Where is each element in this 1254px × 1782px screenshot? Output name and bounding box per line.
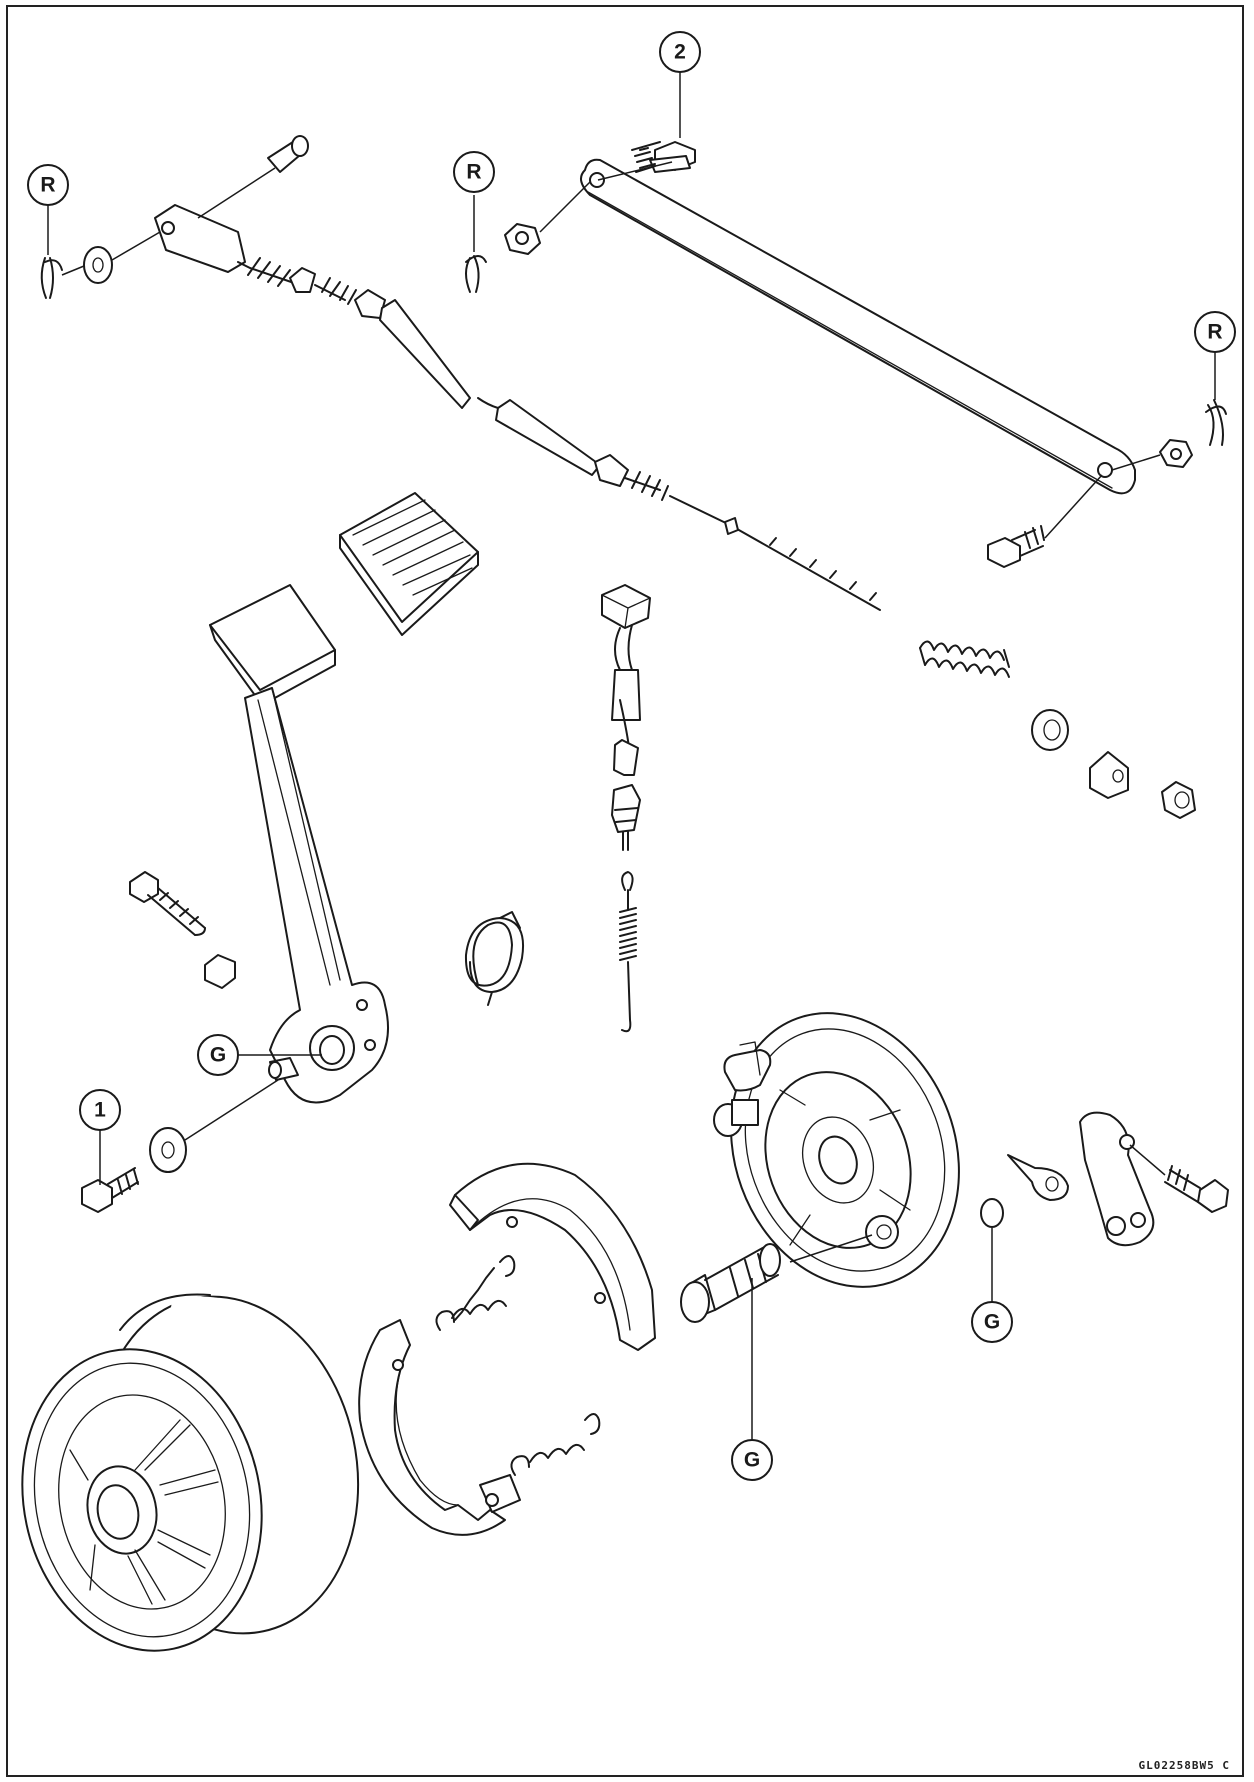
- cotter-pin-left: [40, 257, 63, 299]
- brake-panel: [713, 1012, 960, 1288]
- torque-link-nut-lower: [1159, 439, 1193, 468]
- brake-pedal: [209, 584, 389, 1104]
- svg-text:2: 2: [674, 41, 686, 64]
- brake-drum: [21, 1293, 360, 1652]
- pedal-pivot-washer: [149, 1127, 187, 1173]
- callout-cotter-pin-left: R: [27, 164, 69, 206]
- cotter-pin-middle: [465, 255, 487, 293]
- svg-text:R: R: [40, 174, 55, 197]
- callout-grease-cam: G: [731, 1278, 773, 1481]
- shoe-spring-upper: [435, 1255, 516, 1331]
- brake-shoe-upper: [449, 1162, 656, 1351]
- pedal-rubber-pad: [339, 492, 479, 636]
- panel-o-ring: [980, 1198, 1004, 1228]
- callout-cotter-pin-middle: R: [453, 151, 495, 193]
- svg-text:R: R: [466, 161, 481, 184]
- brake-cam: [680, 1243, 781, 1323]
- clevis-washer: [83, 246, 113, 284]
- adjuster-washer: [1031, 709, 1069, 751]
- torque-link-bolt-lower: [987, 525, 1045, 568]
- callout-cotter-pin-right: R: [1194, 311, 1236, 353]
- svg-text:R: R: [1207, 321, 1222, 344]
- switch-spring: [619, 871, 637, 1033]
- torque-link-nut-upper: [504, 223, 541, 255]
- brake-cable: [154, 204, 881, 611]
- brake-shoe-lower: [358, 1319, 521, 1536]
- cable-clevis-pin: [267, 135, 309, 173]
- adjuster-spring: [919, 640, 1010, 678]
- cotter-pin-right: [1205, 399, 1227, 446]
- pedal-stopper-nut: [204, 954, 236, 989]
- callout-ref-2: 2: [659, 31, 701, 138]
- pedal-stopper-bolt: [129, 871, 206, 936]
- cam-lever-indicator: [1007, 1154, 1069, 1201]
- brake-light-switch: [601, 584, 651, 851]
- adjusting-nut: [1161, 781, 1196, 819]
- shoe-spring-lower: [510, 1413, 601, 1476]
- adjuster-joint: [1089, 751, 1129, 799]
- callout-grease-pedal-pivot: G: [197, 1034, 322, 1076]
- callout-grease-o-ring: G: [971, 1228, 1013, 1343]
- torque-link-rod: [580, 158, 1136, 495]
- svg-text:G: G: [984, 1311, 1000, 1334]
- pedal-return-spring: [464, 911, 524, 1006]
- callout-ref-1: 1: [79, 1089, 121, 1185]
- svg-text:G: G: [744, 1449, 760, 1472]
- pedal-pivot-bolt-1: [81, 1167, 139, 1213]
- cam-lever-bolt: [1164, 1165, 1229, 1213]
- svg-text:G: G: [210, 1044, 226, 1067]
- diagram-frame: [6, 5, 1244, 1777]
- svg-text:1: 1: [94, 1099, 106, 1122]
- figure-code: GL02258BW5 C: [1138, 1759, 1230, 1772]
- cam-lever: [1079, 1111, 1155, 1247]
- torque-link-bolt-2: [631, 141, 696, 173]
